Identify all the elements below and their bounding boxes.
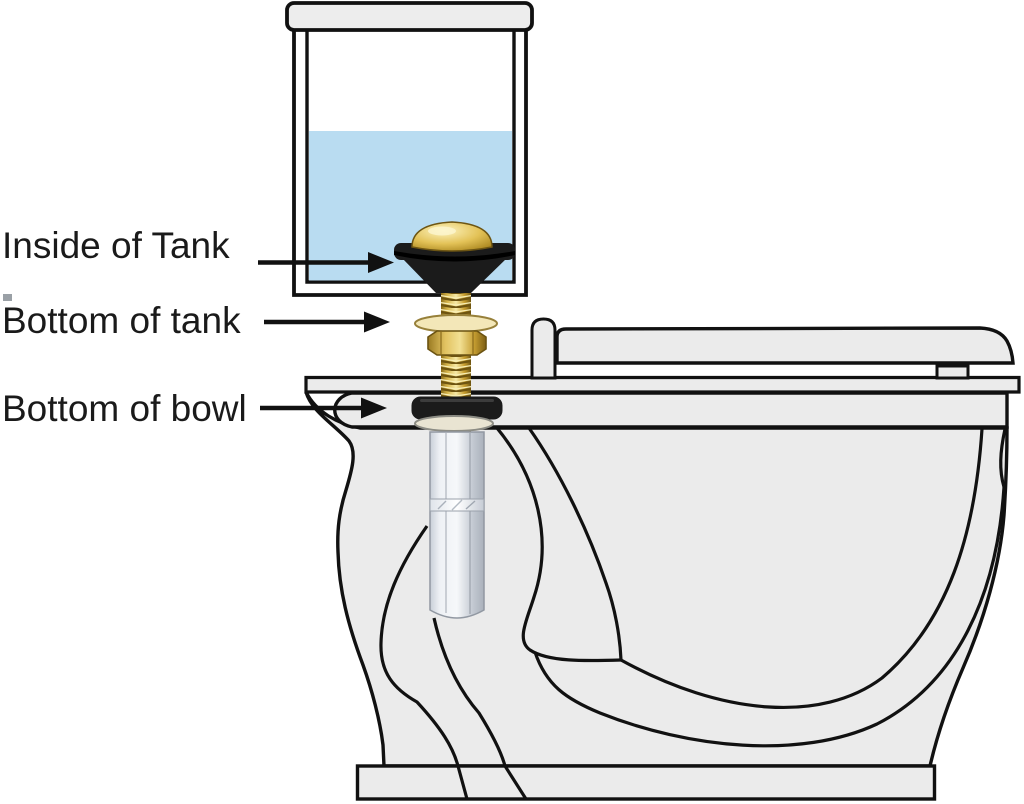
trap-loop-left bbox=[495, 426, 622, 663]
trapway-curves bbox=[379, 426, 1007, 800]
brass-hex-nut bbox=[427, 330, 487, 356]
seat-bumper bbox=[935, 364, 970, 380]
brass-flat-washer bbox=[414, 314, 498, 333]
stray-mark bbox=[3, 294, 12, 301]
bowl-rubber-washer-highlight bbox=[420, 399, 494, 402]
label-bottom-of-bowl: Bottom of bowl bbox=[2, 388, 247, 429]
arrowhead-icon bbox=[364, 311, 390, 333]
label-bottom-of-tank: Bottom of tank bbox=[2, 300, 241, 341]
bowl-rim-band bbox=[333, 391, 1009, 429]
trap-curve-inner-left bbox=[432, 617, 528, 800]
annotations: Inside of Tank Bottom of tank Bottom of … bbox=[2, 225, 394, 429]
tank-to-bowl-bolt bbox=[394, 221, 515, 619]
arrowhead-icon bbox=[361, 397, 387, 419]
arrow-bottom-of-tank bbox=[264, 311, 390, 333]
bowl-sweep-outer bbox=[533, 486, 1006, 748]
hex-extension-nut bbox=[429, 431, 485, 619]
trap-loop-right bbox=[527, 427, 623, 661]
extension-nut-band bbox=[429, 498, 485, 512]
arrow-inside-of-tank bbox=[258, 252, 394, 273]
arrow-bottom-of-bowl bbox=[260, 397, 387, 419]
toilet-seat-lid bbox=[555, 326, 1015, 365]
arrowhead-icon bbox=[368, 252, 394, 273]
seat-hinge bbox=[530, 317, 557, 380]
trap-curve-outer-left bbox=[379, 525, 469, 800]
bowl-rubber-washer bbox=[411, 396, 503, 420]
bowl-sweep-inner bbox=[620, 428, 984, 710]
toilet-base bbox=[355, 764, 937, 801]
tank-lid bbox=[285, 1, 534, 32]
bowl-ledge bbox=[304, 375, 1021, 394]
label-inside-of-tank: Inside of Tank bbox=[2, 225, 230, 266]
toilet-bowl bbox=[304, 317, 1021, 801]
thin-metal-washer bbox=[414, 415, 494, 432]
bolt-head-highlight bbox=[428, 226, 456, 236]
rim-return-curve bbox=[999, 428, 1007, 488]
